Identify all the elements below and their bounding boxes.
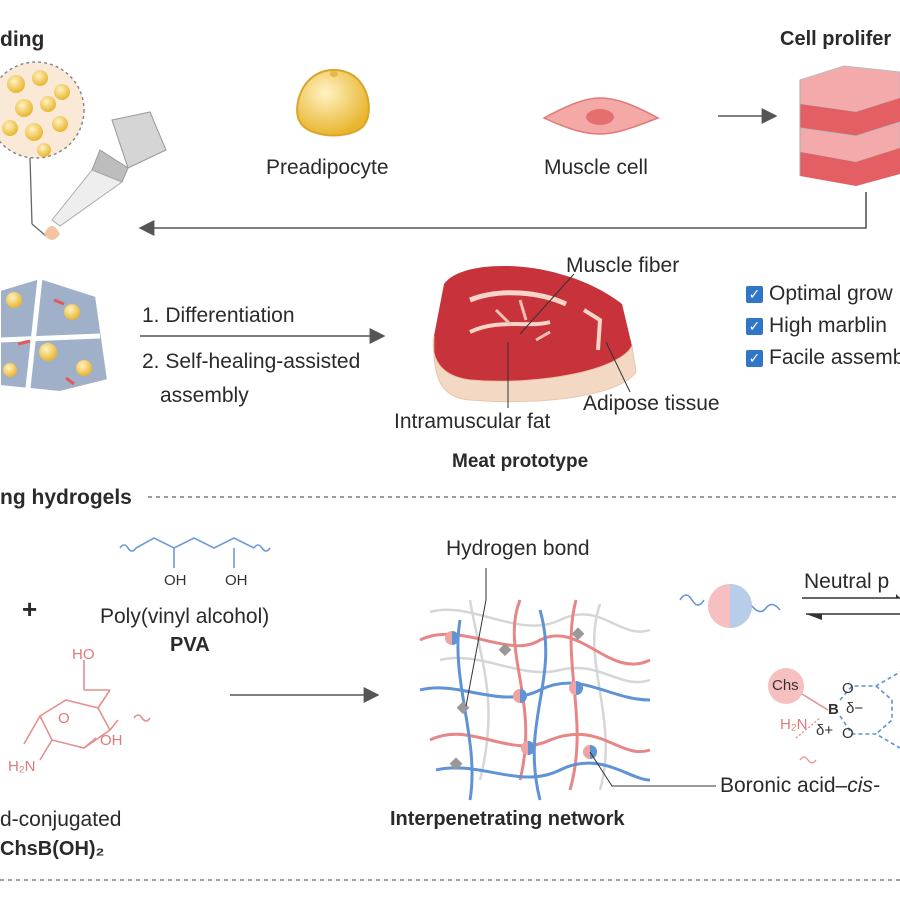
return-arrow bbox=[138, 192, 867, 236]
delta-plus: δ+ bbox=[816, 722, 834, 739]
cell-culture-flasks bbox=[799, 65, 900, 186]
section-title-bioprinting: ding bbox=[0, 28, 45, 51]
step-assembly: 2. Self-healing-assisted bbox=[142, 350, 361, 373]
chs-circle-label: Chs bbox=[772, 677, 799, 694]
pva-structure bbox=[119, 537, 271, 568]
fat-droplets bbox=[2, 70, 70, 157]
section-title-proliferation: Cell prolifer bbox=[780, 28, 892, 50]
delta-minus: δ− bbox=[846, 700, 864, 717]
bioink-magnified-view bbox=[0, 61, 85, 237]
muscle-cell bbox=[542, 97, 660, 135]
print-nozzle bbox=[44, 111, 167, 240]
chitosan-name: d-conjugated bbox=[0, 808, 122, 831]
boron-atom: B bbox=[828, 701, 839, 718]
chitosan-oh: OH bbox=[100, 732, 123, 749]
oxygen-top: O bbox=[842, 680, 854, 697]
check-icon: ✓ bbox=[746, 317, 763, 335]
checklist-item-3: ✓ Facile assemb bbox=[746, 346, 900, 370]
section-title-hydrogels: ng hydrogels bbox=[0, 486, 132, 509]
network-label: Interpenetrating network bbox=[390, 808, 625, 830]
step-assembly-line2: assembly bbox=[160, 384, 249, 407]
muscle-cell-label: Muscle cell bbox=[544, 156, 648, 179]
adipose-tissue-label: Adipose tissue bbox=[583, 392, 720, 415]
checklist-text-1: Optimal grow bbox=[769, 282, 893, 305]
amine-h2n: H₂N bbox=[780, 716, 808, 733]
interpenetrating-network bbox=[419, 568, 716, 801]
muscle-fiber-label: Muscle fiber bbox=[566, 254, 680, 277]
checklist-text-3: Facile assemb bbox=[769, 346, 900, 369]
pva-oh-2: OH bbox=[225, 572, 248, 589]
pva-name: Poly(vinyl alcohol) bbox=[100, 605, 270, 628]
check-icon: ✓ bbox=[746, 285, 763, 303]
boronic-ester-label: Boronic acid–cis- bbox=[720, 774, 880, 798]
neutral-ph-label: Neutral p bbox=[804, 570, 890, 593]
preadipocyte-cell bbox=[296, 68, 370, 137]
chitosan-ho: HO bbox=[72, 646, 95, 663]
boronic-equilibrium bbox=[679, 584, 900, 764]
chitosan-o: O bbox=[58, 710, 70, 727]
plus-sign: + bbox=[22, 594, 38, 624]
checklist-item-1: ✓ Optimal grow bbox=[746, 282, 893, 306]
chitosan-h2n: H₂N bbox=[8, 758, 36, 775]
oxygen-bottom: O bbox=[842, 725, 854, 742]
printed-scaffold bbox=[0, 276, 110, 394]
check-icon: ✓ bbox=[746, 349, 763, 367]
hydrogen-bond-label: Hydrogen bond bbox=[446, 537, 590, 560]
meat-prototype bbox=[432, 265, 637, 408]
checklist-item-2: ✓ High marblin bbox=[746, 314, 887, 338]
pva-abbreviation: PVA bbox=[170, 634, 210, 656]
boronic-label-cis: cis- bbox=[847, 774, 880, 797]
step-differentiation: 1. Differentiation bbox=[142, 304, 295, 327]
chitosan-abbreviation: ChsB(OH)₂ bbox=[0, 838, 105, 860]
preadipocyte-label: Preadipocyte bbox=[266, 156, 389, 179]
meat-prototype-label: Meat prototype bbox=[452, 451, 589, 472]
boronic-label-prefix: Boronic acid– bbox=[720, 774, 848, 797]
checklist-text-2: High marblin bbox=[769, 314, 887, 337]
intramuscular-fat-label: Intramuscular fat bbox=[394, 410, 551, 433]
pva-oh-1: OH bbox=[164, 572, 187, 589]
chitosan-structure bbox=[23, 660, 151, 761]
